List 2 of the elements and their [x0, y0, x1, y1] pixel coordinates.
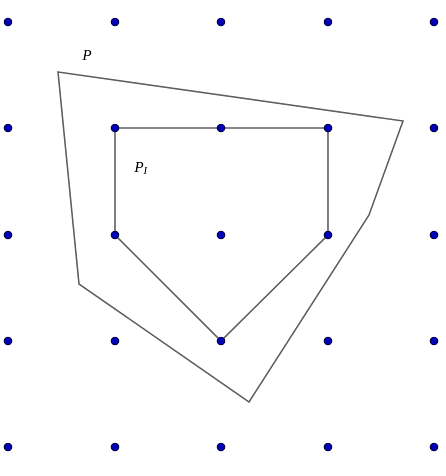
- inner-polygon: P$_{I}$: [114, 127, 329, 342]
- node-label: P: [82, 50, 92, 60]
